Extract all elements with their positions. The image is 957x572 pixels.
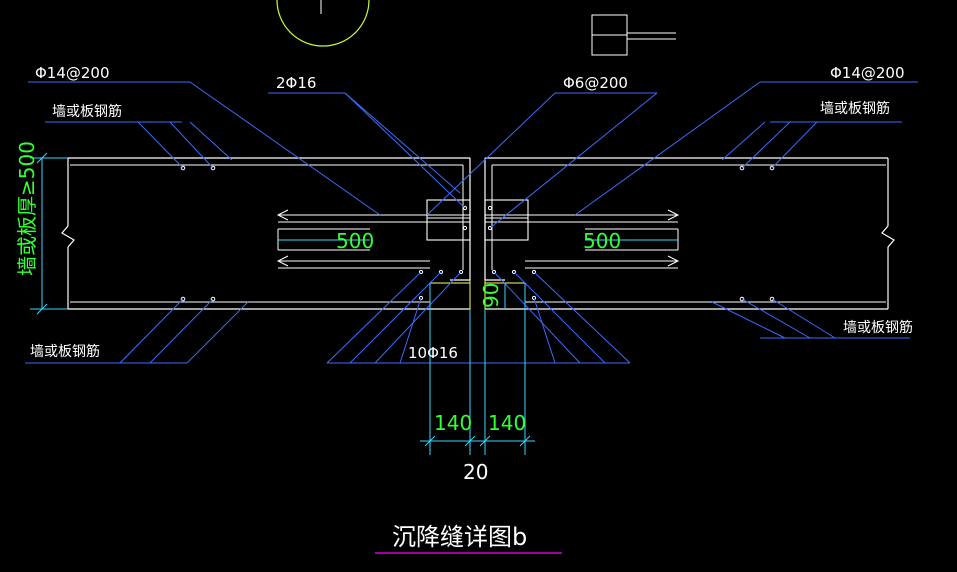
label-wall-rebar-top-right: 墙或板钢筋 <box>820 100 890 117</box>
axis-circle <box>276 0 370 47</box>
leader-lines <box>25 81 918 364</box>
joint-yellow <box>430 280 525 309</box>
lap-bars-right <box>485 209 680 269</box>
drawing-title: 沉降缝详图b <box>392 523 527 551</box>
label-wall-rebar-bottom-left: 墙或板钢筋 <box>30 343 100 360</box>
dim-width-right: 140 <box>488 411 526 435</box>
label-thickness: 墙或板厚≥500 <box>15 141 39 276</box>
dim-lap-left: 500 <box>336 229 374 253</box>
left-slab-rebar <box>70 164 464 303</box>
dim-width-left: 140 <box>434 411 472 435</box>
lap-bars-left <box>276 209 470 269</box>
label-wall-rebar-bottom-right: 墙或板钢筋 <box>843 319 913 336</box>
label-rebar-top-right: Φ14@200 <box>830 64 905 82</box>
dim-depth: 90 <box>479 283 503 308</box>
label-rebar-center-left: 2Φ16 <box>276 74 316 92</box>
label-wall-rebar-top-left: 墙或板钢筋 <box>52 103 122 120</box>
dimension-lines <box>30 152 678 455</box>
dim-gap: 20 <box>463 460 488 484</box>
rebar-dots <box>180 165 775 302</box>
dim-lap-right: 500 <box>583 229 621 253</box>
label-rebar-center-right: Φ6@200 <box>563 74 628 92</box>
label-rebar-top-left: Φ14@200 <box>35 64 110 82</box>
joint-boxes <box>426 199 529 241</box>
right-slab <box>484 157 895 310</box>
right-slab-rebar <box>491 164 886 303</box>
section-symbol <box>591 14 676 56</box>
label-rebar-bottom-center: 10Φ16 <box>408 344 458 362</box>
left-slab <box>61 157 471 310</box>
